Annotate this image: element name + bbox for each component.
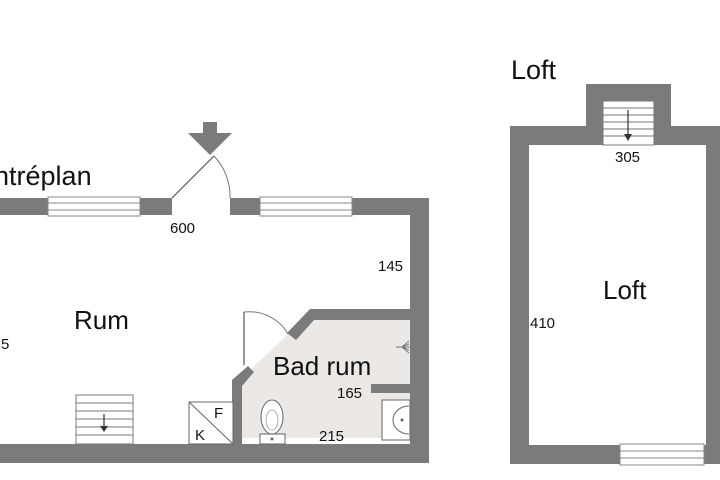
loft-window-bottom	[619, 443, 705, 466]
right-wall	[410, 198, 429, 463]
loft-left-wall	[510, 126, 529, 464]
loft-right-wall	[706, 126, 720, 464]
loft-interior	[529, 145, 706, 445]
door-swing-icon	[243, 311, 289, 365]
loft-stair-bump-left	[586, 84, 603, 145]
dim-bath-inner: 165	[337, 385, 362, 402]
loft-stair-bump-top	[586, 84, 671, 101]
loft-stair-bump-right	[654, 84, 671, 145]
room-label-bad-rum: Bad rum	[273, 351, 371, 381]
entrance-door	[171, 155, 231, 199]
closet	[188, 401, 234, 445]
window-top-right	[259, 196, 353, 217]
loft-stair-icon	[602, 100, 655, 146]
stair-icon	[75, 394, 134, 445]
bath-wall-left	[232, 366, 254, 444]
shower-icon	[396, 340, 410, 354]
room-label-rum: Rum	[74, 305, 129, 335]
dim-stair-width: 305	[615, 149, 640, 166]
loft-floor: Loft Loft 305 410	[510, 55, 720, 466]
dim-width: 600	[170, 220, 195, 237]
closet-label-f: F	[214, 405, 223, 422]
entry-floor-title: Entréplan	[0, 161, 92, 191]
room-label-loft: Loft	[603, 275, 647, 305]
window-top-left	[47, 196, 141, 217]
entrance-arrow-icon	[188, 122, 232, 155]
loft-floor-title: Loft	[511, 55, 557, 85]
closet-label-k: K	[195, 427, 205, 444]
dim-wall-right: 145	[378, 258, 403, 275]
toilet-icon	[259, 399, 286, 445]
dim-bath-bottom: 215	[319, 428, 344, 445]
bath-wall-top	[287, 309, 410, 340]
entry-floor: Entréplan Rum Bad rum 600 145 5 165 215 …	[0, 122, 429, 463]
bottom-wall	[0, 444, 429, 463]
bath-partition	[371, 384, 410, 393]
dim-left-partial: 5	[1, 336, 9, 353]
dim-loft-height: 410	[530, 315, 555, 332]
sink-icon	[381, 399, 411, 441]
